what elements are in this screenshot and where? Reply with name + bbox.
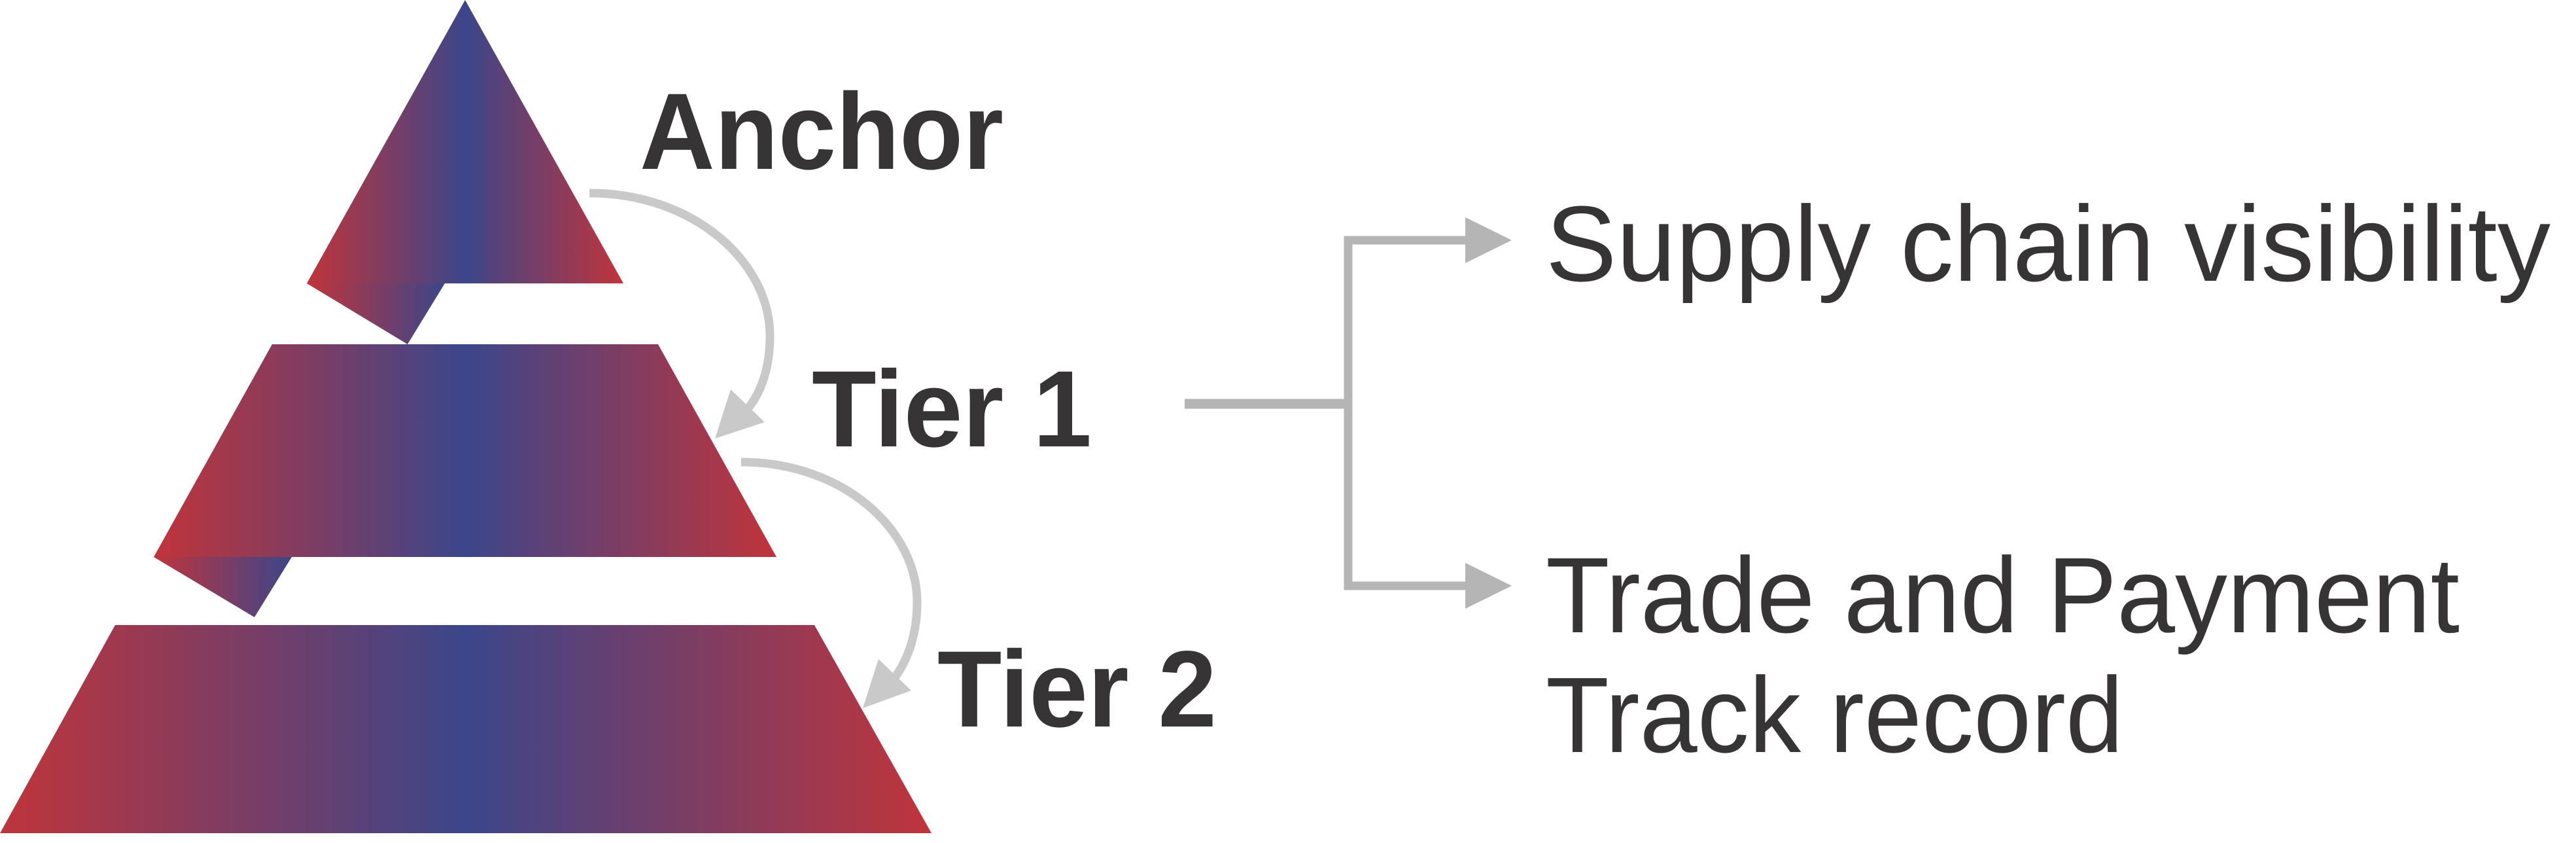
tier-2-trapezoid	[0, 625, 931, 833]
branch-connector	[1185, 217, 1512, 609]
tier-label-tier-2: Tier 2	[937, 629, 1217, 750]
outcome-track-record: Track record	[1546, 655, 2123, 775]
tier-label-anchor: Anchor	[640, 71, 1003, 192]
pyramid	[0, 0, 931, 833]
curved-arrow-icon	[589, 188, 775, 439]
tier-1-trapezoid	[154, 344, 776, 557]
arrow-right-icon	[1465, 563, 1512, 609]
tier-label-tier-1: Tier 1	[812, 349, 1092, 470]
connector-spine	[1344, 236, 1469, 590]
arrow-right-icon	[1465, 217, 1512, 263]
anchor-fold-notch	[307, 283, 445, 344]
outcome-trade-and-payment: Trade and Payment	[1546, 535, 2460, 655]
tier-1-fold-notch	[154, 557, 292, 617]
anchor-triangle	[307, 0, 623, 283]
outcome-supply-chain-visibility: Supply chain visibility	[1546, 184, 2550, 304]
curved-arrow-icon	[740, 457, 922, 708]
